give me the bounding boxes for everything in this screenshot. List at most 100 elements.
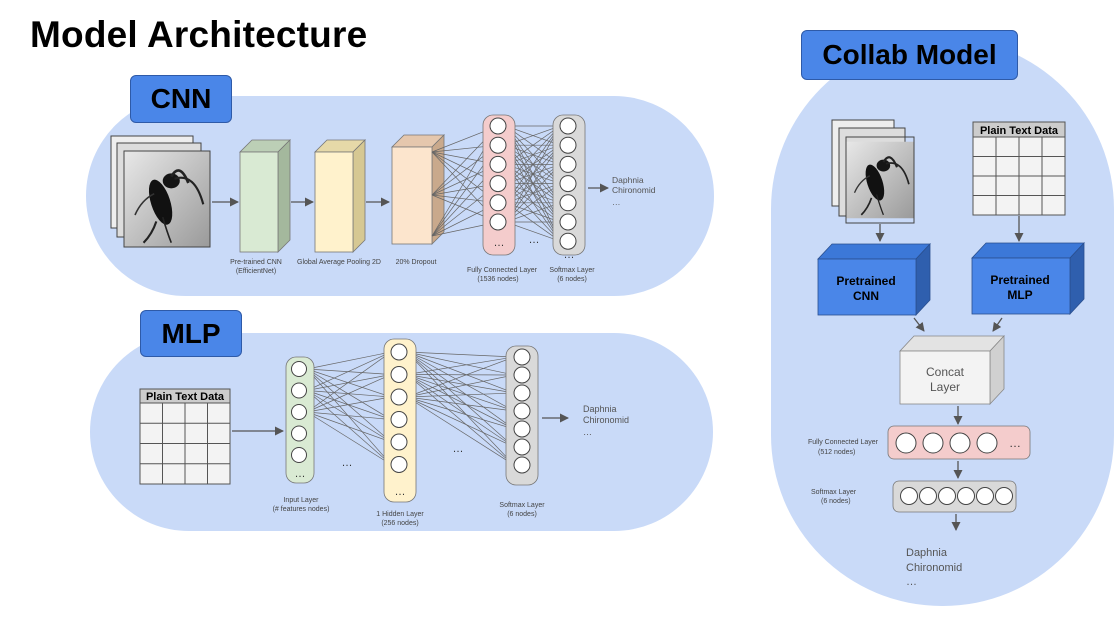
mlp-input-label-1: Input Layer	[283, 497, 319, 504]
cnn-fc-node	[489, 117, 507, 135]
connection-line	[406, 351, 515, 412]
gap-box	[314, 139, 366, 253]
cnn-fc-ellipsis: …	[494, 237, 505, 249]
connection-line	[306, 411, 392, 443]
connection-line	[406, 351, 515, 430]
pretrained-cnn-3d	[817, 242, 931, 317]
collab-softmax-node	[995, 487, 1013, 505]
mlp-input-node	[291, 361, 307, 377]
cnn-softmax-node	[559, 155, 577, 173]
pretrained-mlp-3d-label-2: MLP	[1007, 288, 1032, 302]
cnn-softmax-label-2: (6 nodes)	[557, 276, 587, 283]
mlp-hidden-node	[390, 388, 408, 406]
mlp-output-1: Daphnia	[583, 404, 617, 414]
mlp-hidden-node	[390, 433, 408, 451]
pretrained-cnn-label-2: (EfficientNet)	[236, 268, 276, 275]
concat-layer-box	[899, 334, 1005, 406]
collab-fc-node	[922, 432, 944, 454]
cnn-output-3: …	[612, 197, 621, 207]
connection-line	[406, 374, 515, 376]
connection-line	[406, 374, 515, 430]
mlp-table	[139, 388, 231, 485]
pretrained-mlp-3d-label-1: Pretrained	[990, 273, 1049, 287]
connection-line	[306, 374, 392, 413]
dropout-box	[391, 134, 445, 245]
cnn-fc-node	[489, 136, 507, 154]
connection-line	[306, 351, 392, 370]
cnn-softmax-node	[559, 194, 577, 212]
cnn-tag: CNN	[130, 75, 232, 123]
cnn-softmax-node	[559, 175, 577, 193]
mlp-hidden-label-2: (256 nodes)	[381, 520, 418, 527]
connection-line	[406, 374, 515, 466]
mlp-input-label-2: (# features nodes)	[273, 506, 330, 513]
collab-softmax-label-2: (6 nodes)	[821, 498, 851, 505]
mlp-hidden-node	[390, 366, 408, 383]
collab-table	[972, 121, 1066, 216]
cnn-softmax-ellipsis: …	[564, 249, 575, 261]
connection-line	[406, 374, 515, 412]
collab-output-3: …	[906, 576, 917, 588]
cnn-softmax-node	[559, 213, 577, 231]
collab-fc-label-1: Fully Connected Layer	[808, 439, 879, 446]
mlp-softmax-node	[513, 402, 531, 420]
cnn-softmax-node	[559, 136, 577, 154]
connection-line	[406, 396, 515, 412]
collab-output-2: Chironomid	[906, 562, 962, 574]
connection-line	[306, 390, 392, 398]
mlp-softmax-node	[513, 438, 531, 456]
connection-line	[306, 351, 392, 413]
connection-line	[406, 374, 515, 398]
cnn-fc-node	[489, 213, 507, 231]
connection-line	[406, 374, 515, 448]
pretrained-cnn-label-1: Pre-trained CNN	[230, 259, 282, 266]
collab-nodes	[895, 432, 1013, 505]
connection-line	[306, 390, 392, 420]
cnn-image-stack	[110, 135, 211, 248]
collab-tag: Collab Model	[801, 30, 1018, 80]
cnn-output-2: Chironomid	[612, 185, 656, 195]
collab-softmax-node	[957, 487, 975, 505]
collab-fc-node	[949, 432, 971, 454]
collab-softmax-node	[900, 487, 918, 505]
collab-fc-node	[976, 432, 998, 454]
cnn-fc-node	[489, 155, 507, 173]
connection-line	[306, 411, 392, 420]
pretrained-cnn-box	[239, 139, 291, 253]
mlp-gap-ellipsis-2: …	[453, 443, 464, 455]
connection-line	[406, 356, 515, 398]
connection-line	[406, 392, 515, 398]
connection-line	[306, 396, 392, 413]
connection-line	[306, 390, 392, 465]
collab-mlp-to-concat	[992, 317, 1003, 332]
connection-line	[406, 351, 515, 466]
mlp-output-2: Chironomid	[583, 415, 629, 425]
dropout-label: 20% Dropout	[396, 259, 437, 266]
connection-line	[306, 368, 392, 375]
collab-fc-node	[895, 432, 917, 454]
connection-line	[306, 368, 392, 398]
mlp-softmax-label-2: (6 nodes)	[507, 511, 537, 518]
collab-fc-label-2: (512 nodes)	[818, 449, 855, 456]
mlp-softmax-node	[513, 456, 531, 474]
mlp-nodes	[291, 343, 531, 474]
cnn-nodes	[489, 117, 577, 250]
mlp-softmax-node	[513, 384, 531, 402]
cnn-fc-node	[489, 194, 507, 212]
connection-line	[406, 351, 515, 394]
cnn-output-1: Daphnia	[612, 175, 644, 185]
mlp-softmax-node	[513, 366, 531, 384]
gap-label: Global Average Pooling 2D	[297, 259, 381, 266]
collab-cnn-to-concat	[913, 317, 925, 332]
connection-line	[306, 368, 392, 443]
collab-softmax-node	[938, 487, 956, 505]
connection-line	[406, 351, 515, 358]
mlp-hidden-label-1: 1 Hidden Layer	[376, 511, 424, 518]
connection-line	[306, 374, 392, 391]
pretrained-cnn-3d-label-2: CNN	[853, 289, 879, 303]
connection-line	[406, 374, 515, 394]
mlp-table-header: Plain Text Data	[146, 391, 225, 403]
connection-line	[406, 396, 515, 448]
pretrained-cnn-3d-label-1: Pretrained	[836, 274, 895, 288]
